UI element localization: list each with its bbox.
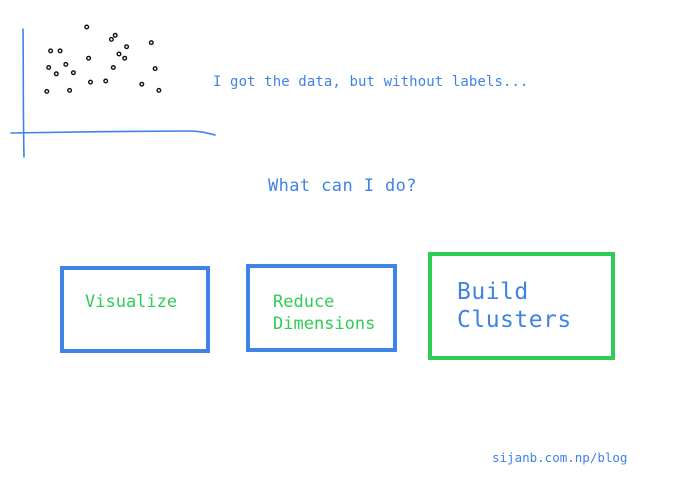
data-point (53, 71, 59, 77)
scatter-points (44, 24, 162, 94)
data-point (86, 55, 92, 61)
question-text: What can I do? (268, 176, 417, 196)
option-build-clusters: Build Clusters (428, 252, 615, 360)
option-reduce-dimensions: Reduce Dimensions (246, 264, 397, 352)
data-point (139, 81, 145, 87)
data-point (63, 61, 69, 67)
data-point (48, 48, 54, 54)
option-build-clusters-label: Build Clusters (457, 279, 572, 333)
y-axis (22, 28, 25, 158)
data-point (112, 32, 118, 38)
data-point (44, 88, 50, 94)
data-point (70, 70, 76, 76)
scatter-plot-sketch (10, 24, 216, 158)
data-point (110, 64, 116, 70)
option-visualize: Visualize (60, 266, 210, 353)
x-axis (10, 130, 216, 136)
data-point (84, 24, 90, 30)
data-point (46, 64, 52, 70)
footer-link-text: sijanb.com.np/blog (492, 450, 628, 465)
caption-text: I got the data, but without labels... (213, 74, 529, 90)
data-point (124, 44, 130, 50)
data-point (156, 87, 162, 93)
data-point (87, 79, 93, 85)
option-visualize-label: Visualize (85, 292, 178, 312)
data-point (103, 78, 109, 84)
data-point (116, 51, 122, 57)
data-point (122, 55, 128, 61)
data-point (57, 48, 63, 54)
data-point (108, 36, 114, 42)
option-reduce-dimensions-label: Reduce Dimensions (273, 292, 376, 334)
data-point (148, 40, 154, 46)
data-point (152, 66, 158, 72)
data-point (67, 87, 73, 93)
